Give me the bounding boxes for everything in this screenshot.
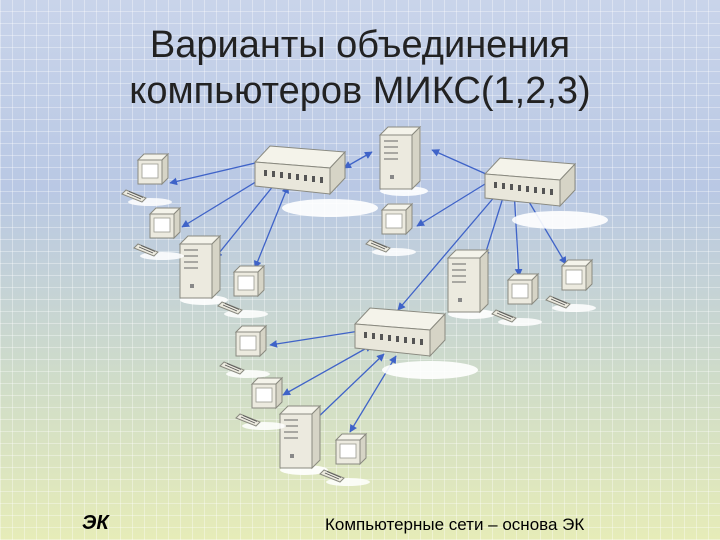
workstation-icon: [320, 434, 370, 486]
workstation-icon: [220, 326, 270, 378]
link-hub1-server2: [344, 152, 372, 168]
link-hub1-ws1: [170, 160, 268, 183]
link-hub3-ws7: [270, 330, 366, 345]
footer-logo-text: ЭК: [82, 512, 109, 535]
server-icon: [448, 250, 496, 319]
server-icon: [380, 127, 428, 196]
server-icon: [180, 236, 228, 305]
workstation-icon: [492, 274, 542, 326]
link-hub2-ws5: [514, 190, 519, 276]
workstation-icon: [218, 266, 268, 318]
hub-icon: [355, 308, 478, 379]
link-hub3-ws8: [283, 345, 372, 395]
hub-icon: [255, 146, 378, 217]
workstation-icon: [236, 378, 286, 430]
footer-caption: Компьютерные сети – основа ЭК: [325, 515, 584, 535]
server-icon: [280, 406, 328, 475]
link-hub3-server4: [313, 354, 384, 422]
link-hub1-server1: [215, 180, 278, 258]
link-hub1-ws3: [255, 186, 288, 268]
workstation-icon: [134, 208, 184, 260]
workstation-icon: [122, 154, 172, 206]
hub-icon: [485, 158, 608, 229]
workstation-icon: [546, 260, 596, 312]
